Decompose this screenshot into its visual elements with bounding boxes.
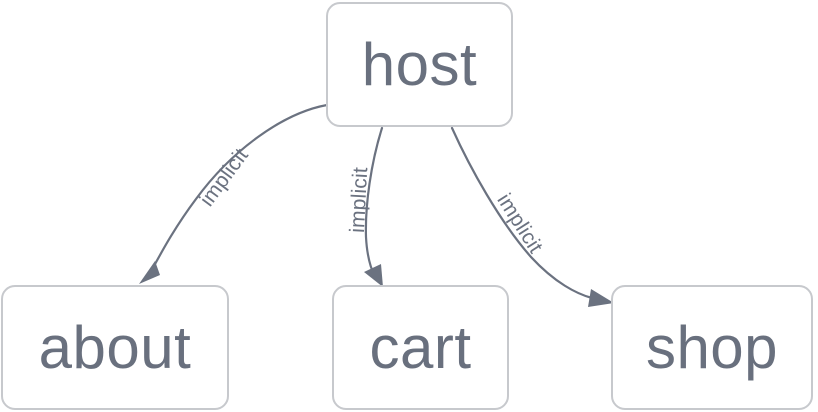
node-host-label: host (361, 30, 478, 98)
edge-host-about[interactable]: implicit (139, 103, 329, 284)
node-host[interactable]: host (326, 2, 513, 127)
node-shop-label: shop (645, 313, 779, 381)
edge-host-cart-arrowhead (364, 264, 383, 287)
edge-host-shop[interactable]: implicit (450, 126, 614, 307)
node-cart-label: cart (369, 313, 472, 381)
edge-host-cart-path (364, 126, 384, 279)
node-about-label: about (38, 313, 192, 381)
edge-host-about-label: implicit (195, 144, 253, 211)
node-shop[interactable]: shop (611, 285, 813, 410)
edge-host-about-arrowhead (139, 261, 160, 284)
edge-host-shop-arrowhead (588, 289, 614, 307)
edge-host-cart[interactable]: implicit (346, 126, 384, 287)
edge-host-shop-label: implicit (492, 190, 547, 258)
node-cart[interactable]: cart (332, 285, 509, 410)
node-about[interactable]: about (1, 285, 229, 410)
edge-host-about-path (147, 103, 329, 277)
edge-host-cart-label: implicit (346, 167, 372, 234)
edge-host-shop-path (450, 126, 594, 300)
